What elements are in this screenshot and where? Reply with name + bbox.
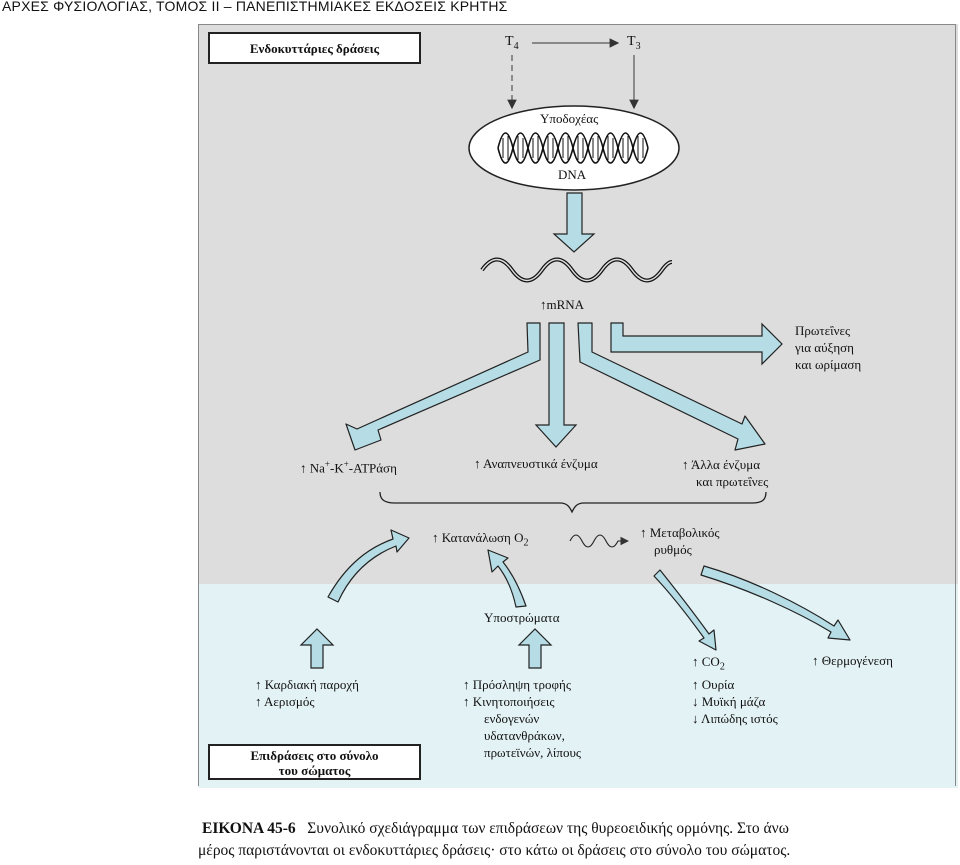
mrna-to-proteins-arrow: [610, 322, 783, 366]
na-k-atpase-label: ↑ Na+-K+-ATPάση: [300, 459, 397, 476]
receptor-ellipse: [468, 105, 680, 191]
whole-body-title-box: Επιδράσεις στο σύνολο του σώματος: [208, 744, 421, 780]
t4-label: T4: [505, 34, 519, 52]
proteins-growth-label: Πρωτεΐνες για αύξηση και ωρίμαση: [795, 323, 862, 372]
caption-line2: μέρος παριστάνονται οι ενδοκυττάριες δρά…: [198, 842, 791, 859]
food-up-arrow: [517, 628, 553, 669]
receptor-label: Υποδοχέας: [540, 111, 599, 126]
o2-consumption-label: ↑ Κατανάλωση O2: [432, 530, 529, 549]
cardiac-label: ↑ Καρδιακή παροχή ↑ Αερισμός: [255, 677, 359, 709]
food-intake-label: ↑ Πρόσληψη τροφής ↑ Κινητοποιήσεις ενδογ…: [463, 677, 582, 760]
figure-caption: ΕΙΚΟΝΑ 45-6 Συνολικό σχεδιάγραμμα των επ…: [198, 818, 790, 862]
dna-helix-icon: [497, 132, 649, 164]
o2-to-metabolic-wavy-arrow: [569, 534, 630, 548]
thermogenesis-label: ↑ Θερμογένεση: [812, 653, 893, 668]
whole-body-title-line2: του σώματος: [278, 763, 351, 778]
mrna-to-resp-enzymes-arrow: [534, 322, 578, 448]
substrates-label: Υποστρώματα: [484, 610, 560, 625]
whole-body-title-line1: Επιδράσεις στο σύνολο: [250, 748, 379, 763]
figure-number: ΕΙΚΟΝΑ 45-6: [202, 820, 296, 837]
figure-frame: [198, 24, 956, 786]
metabolic-to-thermo-arrow: [700, 565, 851, 641]
intracellular-title-box: Ενδοκυττάριες δράσεις: [208, 32, 421, 64]
cardiac-up-arrow: [299, 628, 335, 669]
grouping-brace: [379, 491, 767, 514]
dna-to-mrna-arrow: [552, 192, 596, 253]
metabolic-to-co2-arrow: [653, 569, 717, 651]
dna-rungs: [502, 136, 644, 160]
mrna-to-atpase-arrow: [345, 322, 541, 451]
t3-label: T3: [627, 34, 641, 52]
resp-enzymes-label: ↑ Αναπνευστικά ένζυμα: [474, 456, 598, 471]
dna-label: DNA: [558, 167, 587, 182]
mrna-to-other-enzymes-arrow: [577, 322, 766, 451]
mrna-strand-icon: [480, 257, 673, 283]
metabolic-rate-label: ↑ Μεταβολικός ρυθμός: [640, 525, 720, 557]
caption-line1: Συνολικό σχεδιάγραμμα των επιδράσεων της…: [307, 820, 789, 837]
cardiac-to-o2-arrow: [327, 529, 410, 603]
substrates-to-o2-arrow: [487, 549, 527, 608]
other-enzymes-label: ↑ Άλλα ένζυμα και πρωτεΐνες: [682, 457, 769, 489]
co2-block-label: ↑ CO2 ↑ Ουρία ↓ Μυϊκή μάζα ↓ Λιπώδης ιστ…: [692, 654, 778, 726]
page-header: ΑΡΧΕΣ ΦΥΣΙΟΛΟΓΙΑΣ, ΤΟΜΟΣ ΙΙ – ΠΑΝΕΠΙΣΤΗΜ…: [2, 0, 508, 14]
mrna-label: ↑mRNA: [540, 297, 585, 312]
